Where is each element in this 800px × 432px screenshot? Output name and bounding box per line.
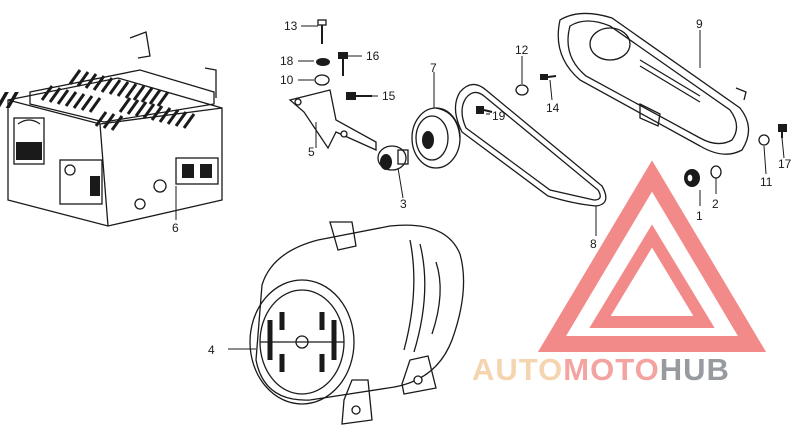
callout-18: 18 xyxy=(280,54,294,68)
callout-1: 1 xyxy=(696,209,703,223)
nut-part-1 xyxy=(684,169,700,187)
callout-labels: 13 18 10 16 15 5 6 7 3 4 19 12 14 9 8 1 … xyxy=(172,17,792,357)
belt-cover-part-9 xyxy=(557,12,750,155)
svg-text:AUTOMOTOHUB: AUTOMOTOHUB xyxy=(472,352,730,387)
callout-9: 9 xyxy=(696,17,703,31)
bolt-part-19 xyxy=(476,106,493,114)
watermark-text-hub: HUB xyxy=(660,352,730,387)
callout-7: 7 xyxy=(430,61,437,75)
callout-15: 15 xyxy=(382,89,396,103)
watermark-text-auto: AUTO xyxy=(472,352,563,387)
callout-6: 6 xyxy=(172,221,179,235)
callout-14: 14 xyxy=(546,101,560,115)
washer-part-18 xyxy=(316,58,330,66)
callout-2: 2 xyxy=(712,197,719,211)
coupling-part-3 xyxy=(377,145,409,171)
callout-16: 16 xyxy=(366,49,380,63)
watermark-triangle xyxy=(537,160,767,352)
callout-12: 12 xyxy=(515,43,529,57)
callout-17: 17 xyxy=(778,157,792,171)
leader-lines xyxy=(175,25,785,350)
vent-slots xyxy=(40,69,196,131)
washer-part-12 xyxy=(515,84,529,96)
generator-part-4 xyxy=(249,221,465,425)
bolt-part-14 xyxy=(540,74,557,80)
callout-11: 11 xyxy=(760,175,773,189)
callout-5: 5 xyxy=(308,145,315,159)
watermark-text-moto: MOTO xyxy=(563,352,659,387)
watermark-logo: AUTOMOTOHUB xyxy=(472,160,767,387)
belt-part-8 xyxy=(454,83,607,207)
control-box-part-6 xyxy=(0,31,223,227)
bolt-part-13 xyxy=(317,19,327,44)
callout-4: 4 xyxy=(208,343,215,357)
callout-10: 10 xyxy=(280,73,294,87)
washer-part-11 xyxy=(758,134,770,146)
spacer-part-2 xyxy=(710,165,722,179)
bolt-part-17 xyxy=(778,124,787,138)
bracket-part-5 xyxy=(288,89,377,152)
callout-13: 13 xyxy=(284,19,298,33)
callout-8: 8 xyxy=(590,237,597,251)
bolt-part-16 xyxy=(338,52,348,76)
pulley-part-7 xyxy=(411,107,461,169)
callout-3: 3 xyxy=(400,197,407,211)
washer-part-10 xyxy=(314,74,330,86)
callout-19: 19 xyxy=(492,109,506,123)
